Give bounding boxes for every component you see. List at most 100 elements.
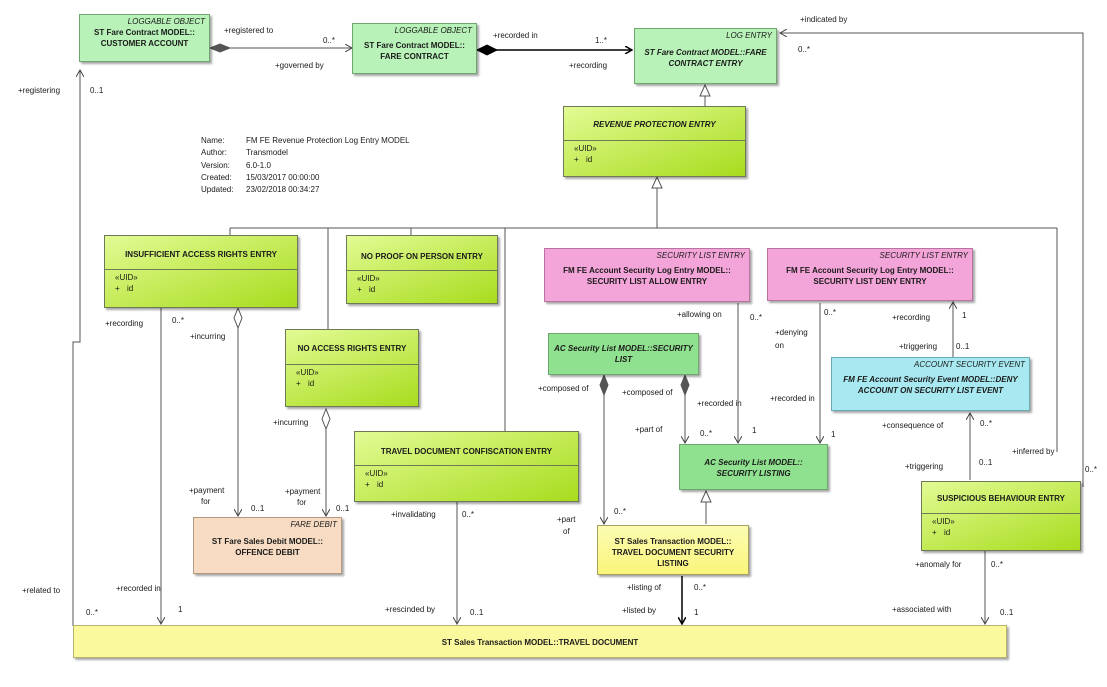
multiplicity-label: 1	[831, 430, 836, 439]
stereotype: LOGGABLE OBJECT	[127, 17, 205, 26]
role-label: +allowing on	[677, 310, 722, 319]
attr-visibility: +	[357, 285, 362, 294]
multiplicity-label: 1	[178, 605, 183, 614]
attr-id: id	[586, 155, 593, 164]
multiplicity-label: 0..*	[694, 583, 707, 592]
multiplicity-label: 0..*	[1085, 465, 1098, 474]
stereotype: LOGGABLE OBJECT	[394, 26, 472, 35]
deny-account-on-security-list-event-class[interactable]: ACCOUNT SECURITY EVENT FM FE Account Sec…	[831, 357, 1030, 411]
role-label: +payment	[189, 486, 225, 495]
multiplicity-label: 0..*	[614, 507, 627, 516]
travel-document-class[interactable]: ST Sales Transaction MODEL::TRAVEL DOCUM…	[73, 625, 1007, 658]
class-name-line2: OFFENCE DEBIT	[235, 548, 300, 557]
class-name-line2: FARE CONTRACT	[380, 52, 449, 61]
multiplicity-label: 0..*	[798, 45, 811, 54]
multiplicity-label: 1	[962, 311, 967, 320]
role-label: +recording	[892, 313, 931, 322]
uid-stereotype: «UID»	[574, 144, 597, 153]
class-name-line1: AC Security List MODEL::	[704, 458, 803, 467]
class-name-line2: SECURITY LIST ALLOW ENTRY	[586, 277, 708, 286]
fare-contract-class[interactable]: LOGGABLE OBJECT ST Fare Contract MODEL::…	[352, 23, 477, 74]
role-label: for	[297, 498, 307, 507]
attr-visibility: +	[574, 155, 579, 164]
security-list-deny-entry-class[interactable]: SECURITY LIST ENTRY FM FE Account Securi…	[767, 248, 973, 301]
role-label: on	[775, 341, 784, 350]
attr-visibility: +	[296, 379, 301, 388]
role-label: +associated with	[892, 605, 952, 614]
role-label: +recorded in	[116, 584, 161, 593]
multiplicity-label: 1..*	[595, 36, 608, 45]
class-name: REVENUE PROTECTION ENTRY	[593, 120, 716, 129]
insufficient-access-rights-entry-class[interactable]: INSUFFICIENT ACCESS RIGHTS ENTRY «UID» +…	[104, 235, 298, 308]
uid-stereotype: «UID»	[932, 517, 955, 526]
stereotype: LOG ENTRY	[726, 31, 772, 40]
security-listing-class[interactable]: AC Security List MODEL:: SECURITY LISTIN…	[679, 444, 828, 490]
security-list-allow-entry-class[interactable]: SECURITY LIST ENTRY FM FE Account Securi…	[544, 248, 750, 302]
class-name-line1: FM FE Account Security Log Entry MODEL::	[563, 266, 731, 275]
revenue-protection-entry-class[interactable]: REVENUE PROTECTION ENTRY «UID» + id	[563, 106, 746, 177]
role-label: +registered to	[224, 26, 274, 35]
role-label: +related to	[22, 586, 61, 595]
diagram-metadata: Name: FM FE Revenue Protection Log Entry …	[201, 135, 410, 196]
role-label: +governed by	[275, 61, 324, 70]
meta-created-value: 15/03/2017 00:00:00	[246, 172, 320, 182]
multiplicity-label: 0..1	[1000, 608, 1014, 617]
role-label: +consequence of	[882, 421, 944, 430]
customer-account-class[interactable]: LOGGABLE OBJECT ST Fare Contract MODEL::…	[79, 14, 210, 62]
role-label: +denying	[775, 328, 808, 337]
travel-document-confiscation-entry-class[interactable]: TRAVEL DOCUMENT CONFISCATION ENTRY «UID»…	[354, 431, 579, 502]
class-name-line2: CONTRACT ENTRY	[668, 59, 743, 68]
log-entry-class[interactable]: LOG ENTRY ST Fare Contract MODEL::FARE C…	[634, 28, 777, 84]
multiplicity-label: 0..*	[700, 429, 713, 438]
role-label: +anomaly for	[915, 560, 962, 569]
meta-name-key: Name:	[201, 136, 225, 145]
multiplicity-label: 0..*	[86, 608, 99, 617]
class-name-line1: ST Fare Sales Debit MODEL::	[211, 537, 324, 546]
travel-document-security-listing-class[interactable]: ST Sales Transaction MODEL:: TRAVEL DOCU…	[597, 525, 749, 575]
role-label: +composed of	[622, 388, 673, 397]
offence-debit-class[interactable]: FARE DEBIT ST Fare Sales Debit MODEL:: O…	[193, 517, 342, 574]
role-label: +listing of	[627, 583, 662, 592]
meta-author-key: Author:	[201, 148, 227, 158]
stereotype: SECURITY LIST ENTRY	[879, 251, 968, 260]
class-name-line1: ST Sales Transaction MODEL::	[614, 537, 732, 546]
no-access-rights-entry-class[interactable]: NO ACCESS RIGHTS ENTRY «UID» + id	[285, 329, 419, 407]
role-label: +part of	[635, 425, 663, 434]
class-name-line1: AC Security List MODEL::SECURITY	[554, 344, 693, 353]
attr-id: id	[377, 480, 384, 489]
multiplicity-label: 0..1	[336, 504, 350, 513]
meta-updated-key: Updated:	[201, 185, 234, 195]
class-name-line2: LIST	[614, 355, 633, 364]
role-label: +recording	[569, 61, 608, 70]
class-name-line1: ST Fare Contract MODEL::FARE	[644, 48, 767, 57]
uid-stereotype: «UID»	[115, 273, 138, 282]
suspicious-behaviour-entry-class[interactable]: SUSPICIOUS BEHAVIOUR ENTRY «UID» +id	[921, 481, 1081, 551]
multiplicity-label: 0..*	[462, 510, 475, 519]
class-name-line1: ST Fare Contract MODEL::	[94, 28, 195, 37]
attr-id: id	[308, 379, 315, 388]
role-label: +payment	[285, 487, 321, 496]
role-label: +composed of	[538, 384, 589, 393]
role-label: +rescinded by	[385, 605, 436, 614]
role-label: +inferred by	[1012, 447, 1055, 456]
role-label: +incurring	[273, 418, 309, 427]
uid-stereotype: «UID»	[357, 274, 380, 283]
class-name-line1: ST Fare Contract MODEL::	[364, 41, 465, 50]
security-list-class[interactable]: AC Security List MODEL::SECURITY LIST	[548, 333, 699, 375]
attr-id: id	[127, 284, 134, 293]
class-name: INSUFFICIENT ACCESS RIGHTS ENTRY	[125, 250, 277, 259]
class-name-line2: SECURITY LISTING	[716, 469, 791, 478]
class-name: NO ACCESS RIGHTS ENTRY	[297, 344, 407, 353]
role-label: +invalidating	[391, 510, 436, 519]
multiplicity-label: 0..1	[470, 608, 484, 617]
attr-visibility: +	[365, 480, 370, 489]
class-name-line2: CUSTOMER ACCOUNT	[100, 39, 189, 48]
role-label: +registering	[18, 86, 61, 95]
meta-author-value: Transmodel	[246, 148, 288, 158]
meta-updated-value: 23/02/2018 00:34:27	[246, 185, 320, 195]
uid-stereotype: «UID»	[296, 368, 319, 377]
no-proof-on-person-entry-class[interactable]: NO PROOF ON PERSON ENTRY «UID» +id	[346, 235, 498, 304]
multiplicity-label: 0..1	[90, 86, 104, 95]
meta-name-value: FM FE Revenue Protection Log Entry MODEL	[246, 136, 410, 145]
stereotype: SECURITY LIST ENTRY	[656, 251, 745, 260]
